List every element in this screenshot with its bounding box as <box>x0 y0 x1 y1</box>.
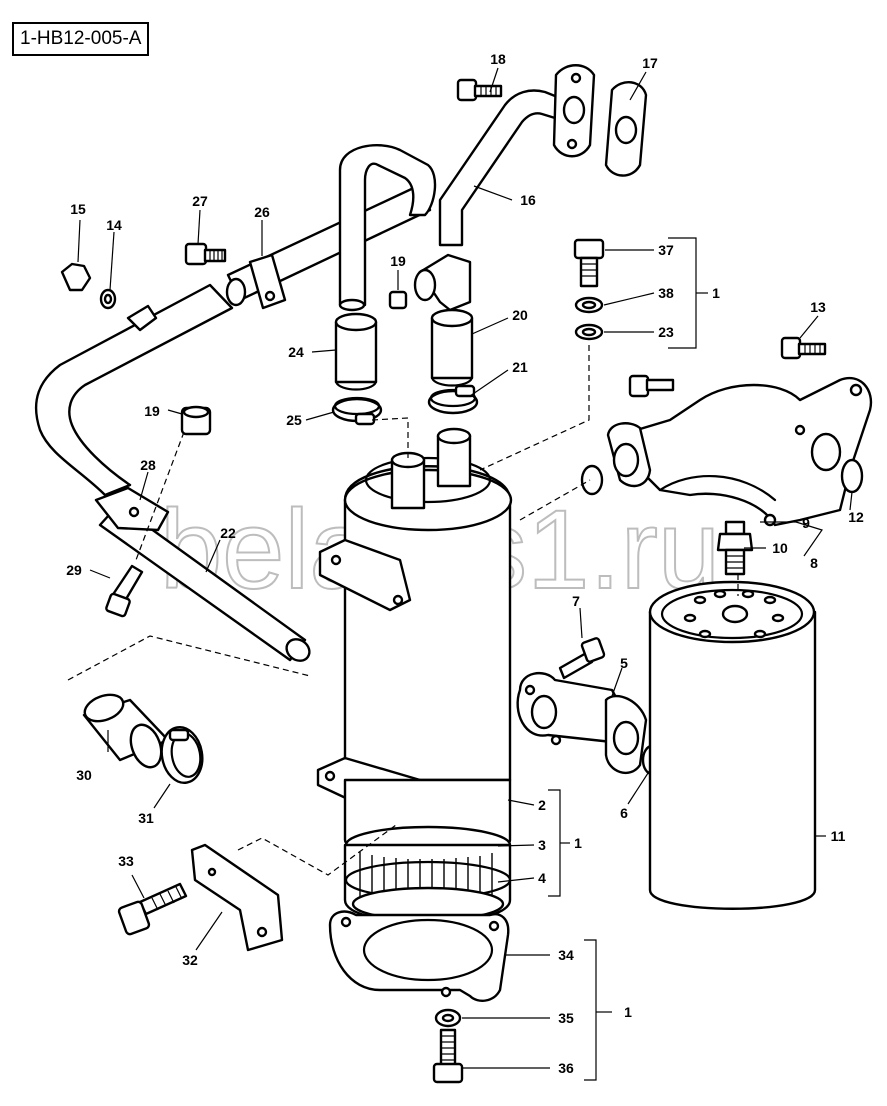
callout-1-top: 1 <box>712 285 720 301</box>
tube-fitting <box>126 304 158 332</box>
callout-38: 38 <box>658 285 674 301</box>
callout-labels: 18 17 16 15 14 27 26 19 20 24 21 25 19 2… <box>66 51 864 1076</box>
bolt-13 <box>780 336 827 360</box>
callout-6: 6 <box>620 805 628 821</box>
callout-34: 34 <box>558 947 574 963</box>
clip-28 <box>94 486 170 532</box>
pipe-clamp <box>225 253 287 310</box>
bolt-7 <box>558 637 606 680</box>
callout-17: 17 <box>642 55 658 71</box>
callout-20: 20 <box>512 307 528 323</box>
callout-30: 30 <box>76 767 92 783</box>
bolt-29 <box>105 564 144 618</box>
callout-21: 21 <box>512 359 528 375</box>
callout-28: 28 <box>140 457 156 473</box>
callout-35: 35 <box>558 1010 574 1026</box>
callout-7: 7 <box>572 593 580 609</box>
callout-11: 11 <box>831 828 846 844</box>
assembly-lines <box>67 345 739 876</box>
o-ring-12 <box>840 458 864 494</box>
callout-3: 3 <box>538 837 546 853</box>
washer-35 <box>434 1008 462 1028</box>
hose-clamp-31 <box>160 726 204 784</box>
hose-sleeve-30 <box>82 693 170 769</box>
bolt-33 <box>117 882 188 936</box>
callout-36: 36 <box>558 1060 574 1076</box>
callout-14: 14 <box>106 217 122 233</box>
callout-12: 12 <box>848 509 864 525</box>
callout-19-lower: 19 <box>144 403 160 419</box>
drawing-reference-code: 1-HB12-005-A <box>12 22 150 56</box>
fitting-19-lower <box>180 405 212 436</box>
callout-2: 2 <box>538 797 546 813</box>
nut-15 <box>60 262 92 292</box>
washer-23 <box>574 323 604 341</box>
callout-37: 37 <box>658 242 674 258</box>
oil-filter-cartridge <box>648 580 817 910</box>
hose-clamp-25 <box>331 396 383 426</box>
bolt-18 <box>456 78 503 102</box>
bolt-upper-adapter <box>628 374 675 398</box>
lock-washer-38 <box>574 296 604 314</box>
housing-inlet <box>390 451 426 510</box>
callout-15: 15 <box>70 201 86 217</box>
callout-9: 9 <box>802 515 810 531</box>
bolt-36 <box>432 1028 464 1084</box>
o-ring-near-adapter <box>580 464 604 496</box>
hose-sleeve-20 <box>430 308 474 387</box>
callout-1-bottom: 1 <box>624 1004 632 1020</box>
oil-pipe-16 <box>413 89 562 312</box>
housing-outlet <box>436 427 472 488</box>
bolt-37 <box>573 238 605 288</box>
callout-19-upper: 19 <box>390 253 406 269</box>
callout-10: 10 <box>772 540 788 556</box>
return-tube <box>34 283 311 662</box>
gasket-17 <box>604 81 648 177</box>
gasket-34 <box>328 910 510 1002</box>
callout-4: 4 <box>538 870 546 886</box>
callout-24: 24 <box>288 344 304 360</box>
callout-13: 13 <box>810 299 826 315</box>
upper-tube <box>226 143 437 312</box>
callout-16: 16 <box>520 192 536 208</box>
callout-18: 18 <box>490 51 506 67</box>
hose-sleeve-24 <box>334 312 378 391</box>
callout-26: 26 <box>254 204 270 220</box>
hose-clamp-21 <box>427 384 479 415</box>
callout-5: 5 <box>620 655 628 671</box>
leader-lines <box>77 67 853 1081</box>
callout-29: 29 <box>66 562 82 578</box>
callout-23: 23 <box>658 324 674 340</box>
fitting-19-upper <box>388 290 408 310</box>
callout-8: 8 <box>810 555 818 571</box>
filter-housing <box>316 456 513 924</box>
washer-14 <box>99 288 117 310</box>
callout-33: 33 <box>118 853 134 869</box>
nipple-10 <box>716 520 754 576</box>
adapter-flange-5 <box>516 671 648 775</box>
adapter-housing <box>606 377 873 527</box>
bolt-27 <box>184 242 227 266</box>
callout-22: 22 <box>220 525 236 541</box>
callout-25: 25 <box>286 412 302 428</box>
callout-1-mid: 1 <box>574 835 582 851</box>
bracket-32 <box>190 843 284 952</box>
flange-17-left <box>552 64 596 158</box>
callout-31: 31 <box>138 810 154 826</box>
callout-32: 32 <box>182 952 198 968</box>
callout-27: 27 <box>192 193 208 209</box>
